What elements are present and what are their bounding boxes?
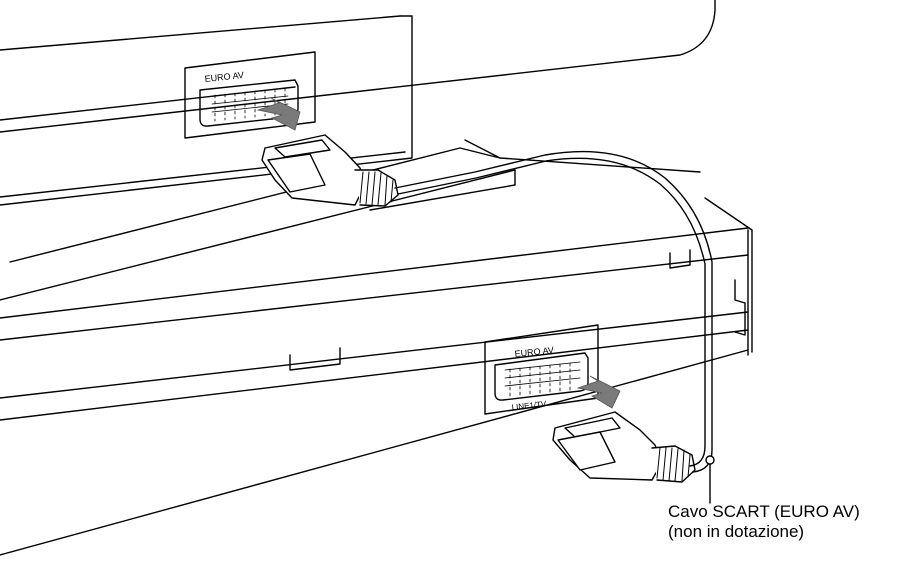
recorder-port-sublabel: LINE1/TV	[511, 399, 547, 412]
callout-leader-dot	[705, 455, 715, 465]
tv-insert-arrow	[256, 97, 301, 131]
recorder-scart-plug	[552, 411, 696, 483]
cable-callout: Cavo SCART (EURO AV) (non in dotazione)	[668, 502, 860, 542]
tv-scart-socket	[184, 51, 316, 139]
recorder-body	[0, 197, 753, 556]
recorder-insert-arrow	[576, 375, 621, 409]
tv-port-label: EURO AV	[204, 70, 244, 84]
callout-line-1: Cavo SCART (EURO AV)	[668, 502, 860, 521]
scart-cable	[394, 150, 713, 473]
tv-scart-plug	[261, 134, 399, 207]
recorder-scart-socket	[484, 324, 599, 415]
tv-body	[0, 0, 716, 301]
recorder-port-label: EURO AV	[514, 345, 554, 359]
callout-line-2: (non in dotazione)	[668, 522, 805, 541]
